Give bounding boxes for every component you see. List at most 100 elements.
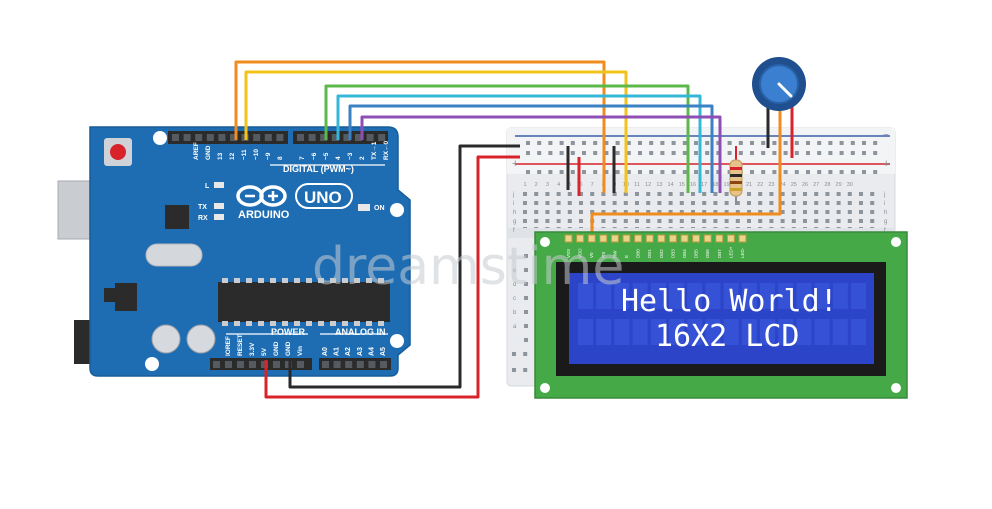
digital-header-label: DIGITAL (PWM~) [283, 164, 354, 174]
lcd-cell [778, 283, 794, 309]
rail-hole [512, 352, 516, 356]
terminal-hole [780, 201, 785, 205]
terminal-hole [747, 201, 751, 205]
terminal-hole [668, 201, 673, 205]
terminal-hole [679, 210, 684, 214]
digital-pin-label: ~11 [241, 149, 248, 160]
led-tx-label: TX [198, 204, 207, 211]
header-hole [345, 361, 353, 368]
lcd-pin-label: DB6 [705, 249, 710, 258]
terminal-hole [635, 219, 639, 223]
rail-hole [582, 170, 586, 174]
terminal-hole [524, 310, 528, 314]
crystal-oscillator [145, 243, 203, 267]
header-hole [253, 134, 261, 141]
wire-orange-potentiometer [590, 128, 782, 232]
row-letter: d [513, 282, 516, 288]
rail-hole [512, 368, 516, 372]
digital-pin-label: TX→1 [371, 141, 378, 160]
rail-hole [727, 141, 732, 145]
column-number: 30 [847, 182, 853, 188]
led-l-label: L [205, 183, 210, 190]
lcd-pin [564, 234, 573, 243]
analog-pin-label: A1 [334, 347, 341, 356]
capacitor-1 [151, 324, 181, 354]
terminal-hole [524, 296, 528, 300]
rail-hole [850, 141, 855, 145]
power-pin-holes [213, 361, 387, 368]
rail-hole [593, 151, 598, 155]
row-letter: c [513, 296, 516, 302]
terminal-hole [713, 210, 718, 214]
rail-hole [828, 151, 833, 155]
lcd-cell [832, 319, 848, 345]
rail-hole [783, 141, 788, 145]
rail-hole [638, 151, 642, 155]
wire-cyan [336, 94, 702, 193]
terminal-hole [803, 210, 807, 214]
rail-hole [806, 151, 810, 155]
lcd-pin-label: DB0 [636, 249, 641, 258]
terminal-hole [713, 192, 718, 196]
column-number: 7 [591, 182, 594, 188]
lcd-pin [738, 234, 747, 243]
rail-hole [817, 151, 822, 155]
terminal-hole [612, 219, 617, 223]
terminal-hole [870, 219, 875, 223]
header-hole [213, 361, 220, 368]
lcd-character-cells [578, 283, 866, 345]
rail-hole [582, 141, 586, 145]
terminal-hole [836, 201, 841, 205]
column-number: 16 [690, 182, 696, 188]
usb-chip [165, 205, 189, 229]
terminal-hole [814, 210, 819, 214]
column-number: 29 [836, 182, 842, 188]
rail-hole [862, 170, 866, 174]
digital-pin-label: 2 [359, 156, 366, 160]
rail-hole [671, 141, 676, 145]
power-pin-label: GND [273, 341, 280, 356]
lcd-pin [587, 234, 596, 243]
terminal-hole [791, 219, 796, 223]
terminal-hole [524, 268, 528, 272]
rail-hole [694, 141, 698, 145]
digital-pin-holes [172, 134, 386, 141]
lcd-pin [703, 234, 712, 243]
terminal-hole [679, 219, 684, 223]
on-led-label: ON [374, 205, 385, 212]
rail-hole [626, 141, 631, 145]
terminal-hole [780, 219, 785, 223]
terminal-hole [590, 192, 595, 196]
lcd-pin [599, 234, 608, 243]
lcd-pin-label: DB3 [670, 249, 675, 258]
terminal-hole [758, 219, 763, 223]
mounting-hole-bl [145, 357, 159, 371]
lcd-pin-label: DB2 [659, 249, 664, 258]
column-number: 22 [757, 182, 763, 188]
terminal-hole [623, 192, 628, 196]
rail-hole [649, 141, 654, 145]
rail-hole [750, 151, 754, 155]
digital-pin-label: ~9 [265, 152, 272, 160]
lcd-cell [650, 283, 666, 309]
column-number: 23 [768, 182, 774, 188]
header-hole [378, 134, 386, 141]
rail-hole [738, 141, 743, 145]
rail-hole [783, 151, 788, 155]
rail-hole [682, 141, 687, 145]
led-tx [214, 203, 224, 209]
wire-yellow [244, 70, 628, 193]
rail-hole [671, 151, 676, 155]
row-letter: i [884, 201, 885, 207]
mounting-hole-r1 [390, 203, 404, 217]
rail-hole [738, 151, 743, 155]
row-letter: j [512, 192, 514, 198]
chip-pin [222, 321, 228, 326]
terminal-hole [523, 219, 527, 223]
header-hole [264, 134, 272, 141]
terminal-hole [679, 201, 684, 205]
terminal-hole [524, 254, 528, 258]
terminal-hole [635, 201, 639, 205]
rail-hole [828, 141, 833, 145]
